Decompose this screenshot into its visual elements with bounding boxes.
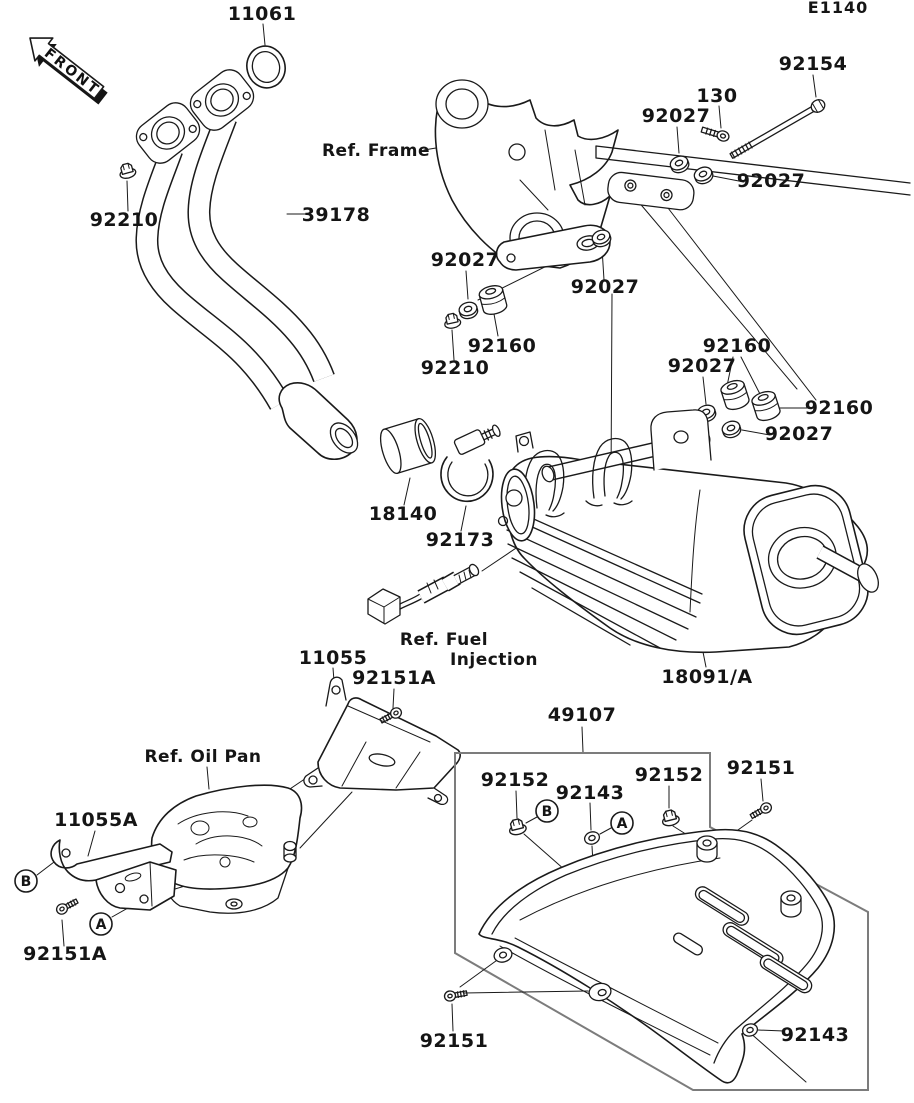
muffler-bracket-11055A (50, 839, 177, 911)
label-11055: 11055 (299, 647, 368, 669)
label-92154: 92154 (779, 53, 848, 75)
washer-92143-1 (582, 829, 602, 847)
nut-92210-2 (442, 311, 463, 331)
label-92151-1: 92151 (727, 757, 796, 779)
muffler-cover-panel (478, 828, 836, 1084)
label-ref-oil-pan: Ref. Oil Pan (144, 747, 261, 767)
front-direction-arrow: FRONT (29, 37, 108, 105)
detail-marker-B-2: B (525, 799, 559, 824)
muffler-stay-rail (595, 145, 911, 211)
label-92210-2: 92210 (421, 357, 490, 379)
detail-marker-A-1: A (89, 912, 113, 936)
label-11061: 11061 (228, 3, 297, 25)
oil-pan-reference (150, 784, 303, 914)
detail-marker-B-1: B (14, 869, 38, 893)
damper-92160-2 (718, 377, 752, 413)
exhaust-header-pipes (135, 114, 359, 461)
muffler-bracket-11055 (303, 676, 461, 806)
label-92152-1: 92152 (481, 769, 550, 791)
label-11055A: 11055A (54, 809, 138, 831)
part-labels: 11061 92154 130 92027 92027 Ref. Frame 9… (23, 3, 873, 1052)
label-92160-3: 92160 (805, 397, 874, 419)
label-92210-1: 92210 (90, 209, 159, 231)
label-18091A: 18091/A (661, 666, 752, 688)
exhaust-flange-upper (189, 69, 255, 131)
muffler-front-bracket (495, 224, 611, 271)
muffler-tail-ring (743, 484, 869, 636)
frame-reference (434, 79, 619, 269)
label-130: 130 (696, 85, 737, 107)
washer-92027-6 (719, 418, 744, 441)
exhaust-gasket (246, 45, 286, 89)
label-92143-2: 92143 (781, 1024, 850, 1046)
label-92027-4: 92027 (571, 276, 640, 298)
front-arrow-label: FRONT (41, 45, 103, 98)
damper-92160-3 (749, 388, 783, 424)
svg-text:A: A (617, 816, 628, 832)
label-ref-fuel-1: Ref. Fuel (400, 630, 488, 650)
label-39178: 39178 (302, 204, 371, 226)
oil-pan-boss-1 (283, 840, 297, 863)
label-ref-frame: Ref. Frame (322, 141, 430, 161)
panel-grommet (493, 947, 513, 963)
label-92173: 92173 (426, 529, 495, 551)
detail-marker-A-2: A (599, 811, 634, 835)
label-92151A-1: 92151A (352, 667, 436, 689)
nut-92152-2 (659, 807, 681, 828)
label-92151-2: 92151 (420, 1030, 489, 1052)
label-92151A-2: 92151A (23, 943, 107, 965)
diagram-code: E1140 (808, 0, 868, 17)
screw-92151-2 (443, 987, 469, 1003)
bolt-92154 (729, 98, 826, 159)
label-18140: 18140 (369, 503, 438, 525)
label-49107: 49107 (548, 704, 617, 726)
cover-detail-box (454, 726, 869, 1091)
svg-text:B: B (21, 874, 32, 890)
label-92027-3: 92027 (431, 249, 500, 271)
label-92152-2: 92152 (635, 764, 704, 786)
pipe-sleeve-18140 (379, 417, 437, 475)
bolt-130 (700, 126, 730, 142)
svg-text:B: B (542, 804, 553, 820)
panel-hole (588, 982, 612, 1002)
label-92160-2: 92160 (703, 335, 772, 357)
label-ref-fuel-2: Injection (450, 650, 538, 670)
exhaust-flange-lower (135, 102, 201, 164)
label-92027-5: 92027 (668, 355, 737, 377)
label-92027-1: 92027 (642, 105, 711, 127)
panel-boss-1 (696, 835, 718, 863)
svg-text:A: A (96, 917, 107, 933)
panel-boss-2 (780, 890, 802, 918)
clamp-92173 (440, 424, 501, 503)
label-92160-1: 92160 (468, 335, 537, 357)
nut-92210-1 (117, 161, 138, 181)
label-92143-1: 92143 (556, 782, 625, 804)
label-92027-2: 92027 (737, 170, 806, 192)
nut-92152-1 (506, 816, 528, 837)
screw-92151A-2 (54, 895, 81, 917)
label-92027-6: 92027 (765, 423, 834, 445)
muffler-body (497, 409, 879, 654)
damper-92160-1 (477, 282, 509, 318)
oxygen-sensor (367, 563, 480, 625)
washer-92027-4 (456, 299, 480, 322)
washer-92027-2 (691, 163, 716, 187)
screw-92151-1 (748, 800, 774, 822)
